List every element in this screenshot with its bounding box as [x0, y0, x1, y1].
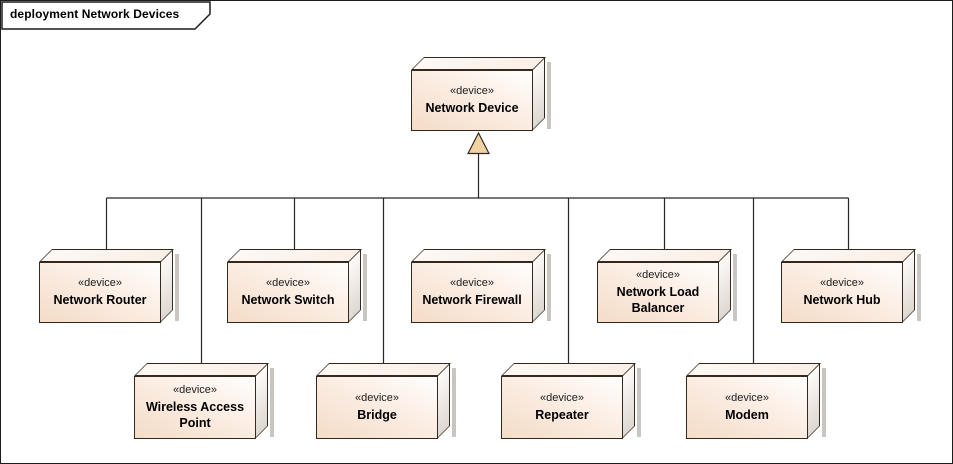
node-top-face [781, 249, 916, 262]
node-top-face [686, 363, 821, 376]
node-network-hub[interactable]: «device» Network Hub [781, 249, 921, 323]
node-label: Network Router [53, 292, 147, 307]
node-repeater[interactable]: «device» Repeater [501, 363, 641, 439]
node-stereotype: «device» [77, 277, 123, 290]
node-modem[interactable]: «device» Modem [686, 363, 826, 439]
node-label: Network Device [425, 100, 519, 115]
node-side-face [437, 363, 450, 439]
node-drop-shadow [733, 254, 737, 321]
node-drop-shadow [270, 368, 274, 437]
node-front-face: «device» Network Device [411, 70, 533, 131]
node-side-face [160, 249, 173, 323]
node-drop-shadow [547, 254, 551, 321]
node-label: Network Load Balancer [616, 284, 700, 315]
node-stereotype: «device» [354, 392, 400, 405]
node-front-face: «device» Repeater [501, 376, 623, 439]
node-drop-shadow [452, 368, 456, 437]
node-side-face [348, 249, 361, 323]
node-stereotype: «device» [635, 268, 681, 281]
node-label: Modem [725, 407, 769, 422]
node-network-load-balancer[interactable]: «device» Network Load Balancer [597, 249, 737, 323]
node-side-face [255, 363, 268, 439]
node-label: Network Firewall [422, 292, 522, 307]
node-label: Bridge [357, 407, 397, 422]
node-stereotype: «device» [449, 277, 495, 290]
node-drop-shadow [822, 368, 826, 437]
node-top-face [227, 249, 362, 262]
node-bridge[interactable]: «device» Bridge [316, 363, 456, 439]
node-stereotype: «device» [819, 277, 865, 290]
node-front-face: «device» Bridge [316, 376, 438, 439]
node-side-face [902, 249, 915, 323]
node-stereotype: «device» [265, 277, 311, 290]
node-label: Network Hub [803, 292, 881, 307]
node-top-face [597, 249, 732, 262]
node-side-face [532, 57, 545, 131]
node-front-face: «device» Network Switch [227, 262, 349, 323]
node-stereotype: «device» [539, 392, 585, 405]
node-label: Wireless Access Point [145, 399, 245, 430]
node-side-face [718, 249, 731, 323]
node-front-face: «device» Modem [686, 376, 808, 439]
node-side-face [807, 363, 820, 439]
node-drop-shadow [547, 62, 551, 129]
generalization-arrowhead-icon [467, 131, 490, 155]
node-drop-shadow [637, 368, 641, 437]
node-label: Repeater [535, 407, 589, 422]
node-front-face: «device» Network Firewall [411, 262, 533, 323]
node-network-router[interactable]: «device» Network Router [39, 249, 179, 323]
node-side-face [622, 363, 635, 439]
node-drop-shadow [175, 254, 179, 321]
node-network-switch[interactable]: «device» Network Switch [227, 249, 367, 323]
node-drop-shadow [917, 254, 921, 321]
node-front-face: «device» Network Router [39, 262, 161, 323]
node-front-face: «device» Network Hub [781, 262, 903, 323]
node-label: Network Switch [241, 292, 335, 307]
node-network-device[interactable]: «device» Network Device [411, 57, 551, 131]
node-stereotype: «device» [724, 392, 770, 405]
node-drop-shadow [363, 254, 367, 321]
node-front-face: «device» Wireless Access Point [134, 376, 256, 439]
node-side-face [532, 249, 545, 323]
node-top-face [316, 363, 451, 376]
frame-title: deployment Network Devices [10, 7, 180, 21]
node-network-firewall[interactable]: «device» Network Firewall [411, 249, 551, 323]
node-stereotype: «device» [172, 383, 218, 396]
node-top-face [39, 249, 174, 262]
node-wireless-access-point[interactable]: «device» Wireless Access Point [134, 363, 274, 439]
node-top-face [134, 363, 269, 376]
node-top-face [501, 363, 636, 376]
node-front-face: «device» Network Load Balancer [597, 262, 719, 323]
node-stereotype: «device» [449, 85, 495, 98]
node-top-face [411, 57, 546, 70]
node-top-face [411, 249, 546, 262]
